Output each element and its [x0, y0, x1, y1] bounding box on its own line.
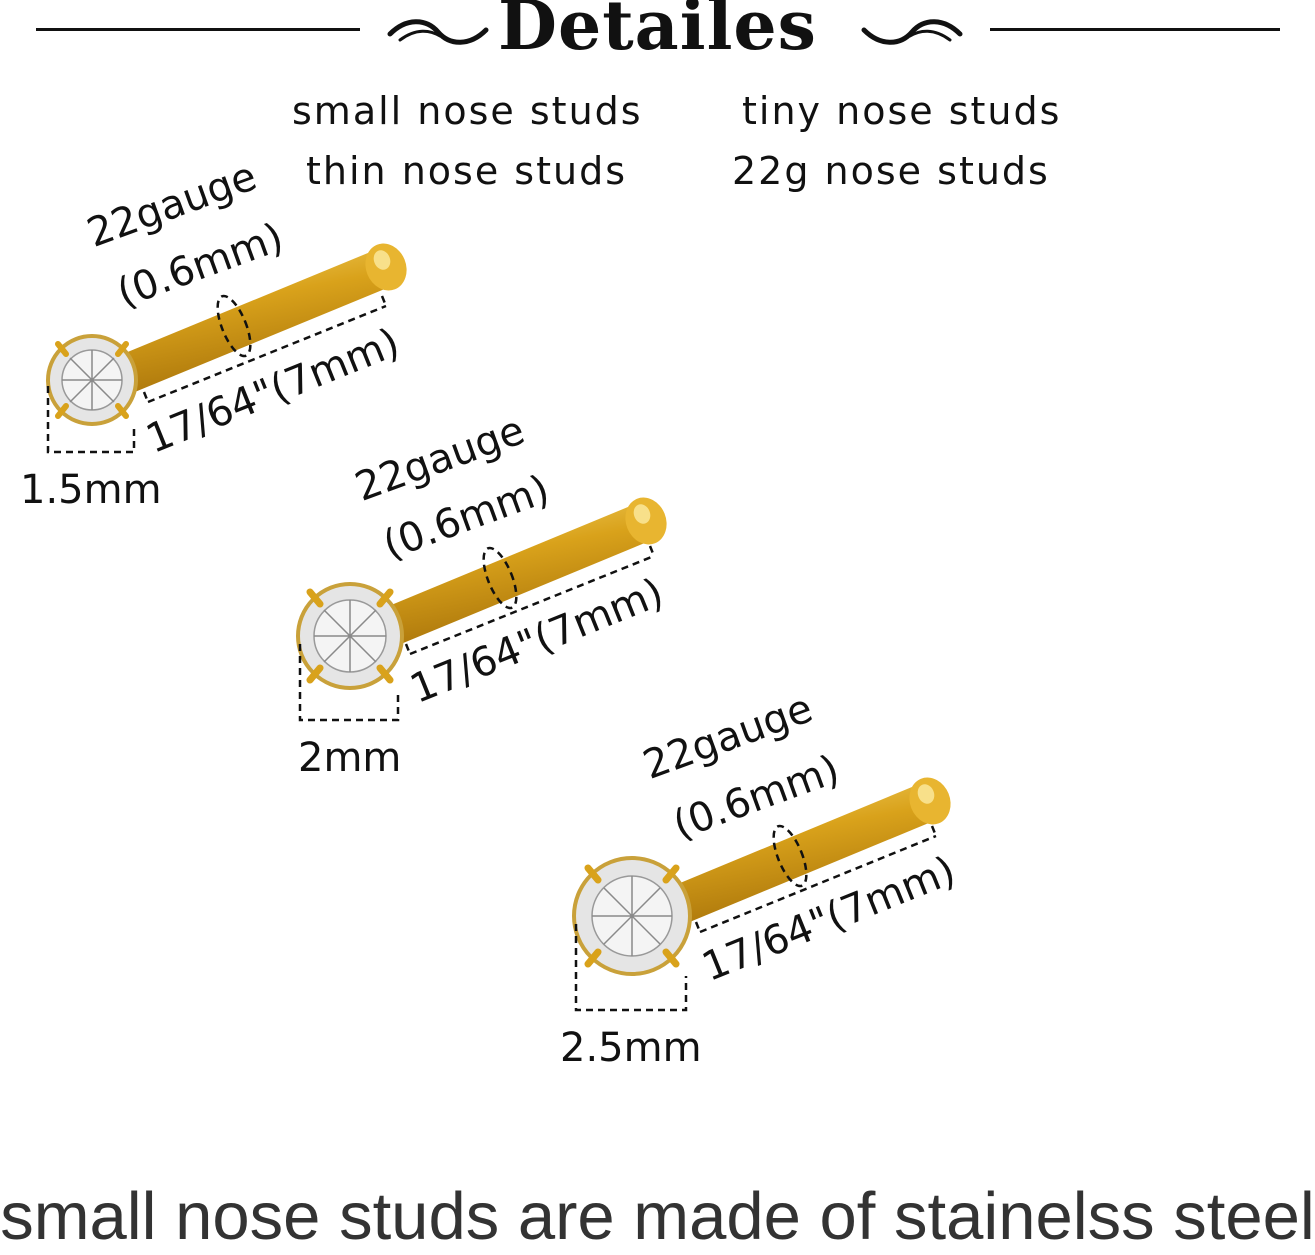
footer-caption: small nose studs are made of stainelss s… — [0, 1179, 1315, 1254]
swirl-ornament-left-icon — [387, 19, 489, 45]
stud-2-stone-size-label: 2mm — [298, 735, 402, 781]
stud-1-stone-size-label: 1.5mm — [20, 467, 162, 513]
stud-3-stone — [572, 856, 692, 976]
header-rule-right — [990, 28, 1280, 31]
header-rule-left — [36, 28, 360, 31]
stud-2-stone — [296, 582, 404, 690]
tag-thin-nose-studs: thin nose studs — [306, 149, 627, 193]
stud-1-stone — [46, 334, 138, 426]
stud-3-stone-size-label: 2.5mm — [560, 1025, 702, 1071]
tag-22g-nose-studs: 22g nose studs — [732, 149, 1050, 193]
stud-2-post — [384, 497, 667, 646]
swirl-ornament-right-icon — [861, 19, 963, 45]
tag-small-nose-studs: small nose studs — [292, 89, 643, 133]
stud-1-post — [118, 243, 407, 394]
tag-tiny-nose-studs: tiny nose studs — [742, 89, 1062, 133]
